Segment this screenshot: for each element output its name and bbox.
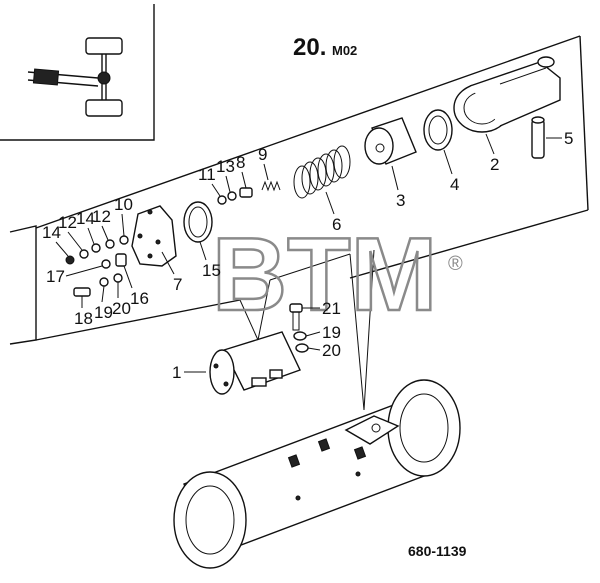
cylinder-housing-part-2 xyxy=(453,56,561,133)
callout-19-a: 19 xyxy=(94,303,113,322)
spring-part-6 xyxy=(293,145,351,199)
callout-10: 10 xyxy=(114,195,133,214)
callout-16: 16 xyxy=(130,289,149,308)
watermark-text: BTM xyxy=(212,217,437,333)
callout-labels: 1 2 3 4 5 6 7 8 9 10 11 12 12 13 14 14 1… xyxy=(42,129,573,382)
axle-schematic-icon xyxy=(27,37,123,117)
frame-bottom-edge-right xyxy=(349,209,589,279)
vehicle-locator-inset xyxy=(0,4,155,141)
callout-2: 2 xyxy=(490,155,499,174)
plug-part-16 xyxy=(115,253,127,267)
washer-part-17 xyxy=(101,259,111,269)
drawing-code: 680-1139 xyxy=(408,543,467,559)
assembled-cylinder-part-1 xyxy=(209,331,301,395)
callout-1: 1 xyxy=(172,363,181,382)
fastener-stack-10-12-14 xyxy=(65,235,129,265)
callout-20-a: 20 xyxy=(112,299,131,318)
callout-19-b: 19 xyxy=(322,323,341,342)
seal-ring-part-4 xyxy=(423,109,453,151)
callout-3: 3 xyxy=(396,191,405,210)
callout-6: 6 xyxy=(332,215,341,234)
callout-14-a: 14 xyxy=(42,223,61,242)
title-number: 20. xyxy=(293,34,326,61)
leader-mount-a xyxy=(349,253,365,411)
exploded-group-frame xyxy=(9,225,37,345)
watermark: BTM ® xyxy=(211,216,463,335)
callout-7: 7 xyxy=(173,275,182,294)
frame-top-edge xyxy=(35,35,581,229)
callout-9: 9 xyxy=(258,145,267,164)
title-suffix: M02 xyxy=(332,43,357,58)
leader-1a xyxy=(239,299,259,341)
callout-20-b: 20 xyxy=(322,341,341,360)
end-cover-part-7 xyxy=(131,205,177,267)
washer-part-13 xyxy=(227,191,237,201)
axle-housing-tube xyxy=(173,379,461,569)
watermark-registered-mark: ® xyxy=(448,253,463,275)
pin-part-5 xyxy=(531,116,545,159)
diagram-title: 20. M02 xyxy=(293,34,357,61)
callout-12-a: 12 xyxy=(58,213,77,232)
bolt-part-18 xyxy=(73,287,91,304)
washer-part-20-left xyxy=(113,273,123,283)
callout-17: 17 xyxy=(46,267,65,286)
valve-spring-part-9 xyxy=(261,180,281,192)
valve-part-8 xyxy=(239,187,253,198)
washer-part-19-left xyxy=(99,277,109,287)
callout-5: 5 xyxy=(564,129,573,148)
frame-right-edge xyxy=(579,35,589,211)
ball-part-11 xyxy=(217,195,227,205)
leader-1c xyxy=(269,253,351,281)
leader-1b xyxy=(257,279,271,341)
callout-21: 21 xyxy=(322,299,341,318)
o-ring-part-15 xyxy=(183,201,213,243)
callout-11: 11 xyxy=(198,165,216,184)
washer-part-20-right xyxy=(295,343,309,353)
callout-13: 13 xyxy=(216,157,235,176)
callout-18: 18 xyxy=(74,309,93,328)
washer-part-19-right xyxy=(293,331,307,341)
callout-14-b: 14 xyxy=(76,209,95,228)
callout-12-b: 12 xyxy=(92,207,111,226)
piston-part-3 xyxy=(364,117,417,165)
leader-mount-b xyxy=(363,249,375,411)
callout-8: 8 xyxy=(236,153,245,172)
callout-4: 4 xyxy=(450,175,459,194)
frame-bottom-edge-left xyxy=(35,299,241,341)
callout-15: 15 xyxy=(202,261,221,280)
